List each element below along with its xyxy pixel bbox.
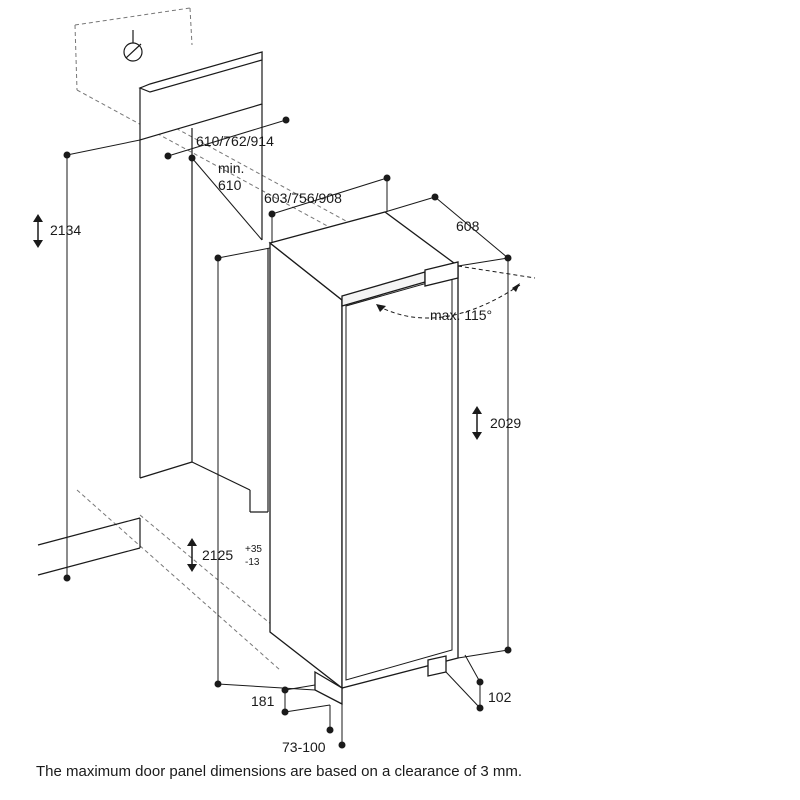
label-plinth-depth: 73-100 [282,739,326,755]
height-arrow-icon-2125 [187,538,197,572]
label-depth: 608 [456,218,480,234]
swing-arrowheads [376,283,520,312]
label-niche-widths: 610/762/914 [196,133,274,149]
niche-left-wall [139,104,269,513]
floor-lines [37,517,141,576]
label-door-angle: max. 115° [430,307,492,323]
footnote-caption: The maximum door panel dimensions are ba… [36,763,523,780]
label-niche-height: 2134 [50,222,81,238]
height-arrow-icon-2029 [472,406,482,440]
label-min: min. [218,160,244,176]
height-arrow-icon-2134 [33,214,43,248]
label-appliance-height: 2029 [490,415,521,431]
dimension-lines [66,119,509,745]
label-plinth-height: 181 [251,693,275,709]
refrigerator-body [268,211,460,706]
dimension-dots [63,116,512,749]
label-panel-tolerance-minus: -13 [245,557,260,568]
label-foot-depth: 102 [488,689,512,705]
label-panel-height: 2125 [202,547,233,563]
label-panel-widths: 603/756/908 [264,190,342,206]
upper-cabinet [138,51,263,141]
label-panel-tolerance-plus: +35 [245,544,262,555]
label-min-depth: 610 [218,177,242,193]
power-outlet-icon [123,30,143,62]
door-swing-arc [377,265,536,319]
